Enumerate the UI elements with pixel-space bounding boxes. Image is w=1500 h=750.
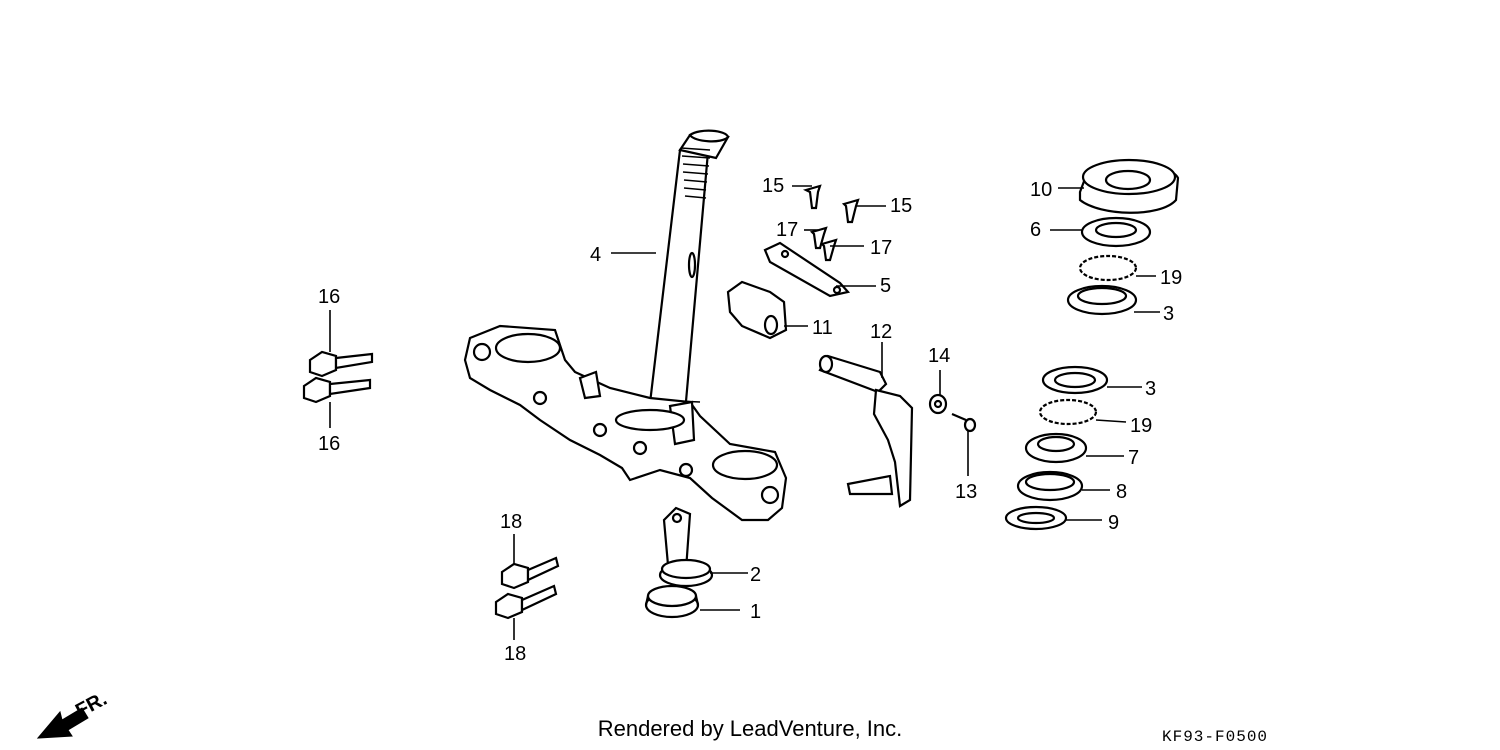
callout-18-top: 18 [500,511,522,533]
callout-19-upper: 19 [1160,267,1182,289]
front-arrow-icon [36,707,89,739]
callout-4: 4 [590,244,601,266]
callout-15-left: 15 [762,175,784,197]
callout-7: 7 [1128,447,1139,469]
render-credit: Rendered by LeadVenture, Inc. [597,716,903,741]
nut [928,393,948,415]
callout-11: 11 [812,317,833,339]
callout-3-lower: 3 [1145,378,1156,400]
diagram-code: KF93-F0500 [1162,728,1269,746]
cable-guide [763,241,851,298]
bearing-stack-upper [1066,158,1180,316]
steering-stem-clamp [463,324,788,522]
callout-labels: 1 2 3 3 4 5 6 7 8 9 10 11 12 13 14 15 15… [318,175,1182,665]
callout-8: 8 [1116,481,1127,503]
dust-seal [644,584,700,619]
headlight-bracket [818,354,914,508]
callout-17-left: 17 [776,219,798,241]
callout-13: 13 [955,481,977,503]
callout-9: 9 [1108,512,1119,534]
cable-clamp [726,280,788,340]
callout-3-upper: 3 [1163,303,1174,325]
callout-5: 5 [880,275,891,297]
callout-2: 2 [750,564,761,586]
callout-14: 14 [928,345,950,367]
bolts-18 [494,556,560,620]
bearing-race-with-bracket [658,506,714,588]
callout-12: 12 [870,321,892,343]
bolts-16 [302,350,374,404]
screws [802,184,860,262]
callout-16-bottom: 16 [318,433,340,455]
callout-1: 1 [750,601,761,623]
callout-6: 6 [1030,219,1041,241]
bolt [951,412,977,433]
callout-19-lower: 19 [1130,415,1152,437]
steering-stem [646,129,730,426]
callout-16-top: 16 [318,286,340,308]
callout-18-bottom: 18 [504,643,526,665]
callout-17-right: 17 [870,237,892,259]
leader-lines [329,185,1160,640]
bearing-stack-lower [1004,365,1109,531]
callout-15-right: 15 [890,195,912,217]
callout-10: 10 [1030,179,1052,201]
